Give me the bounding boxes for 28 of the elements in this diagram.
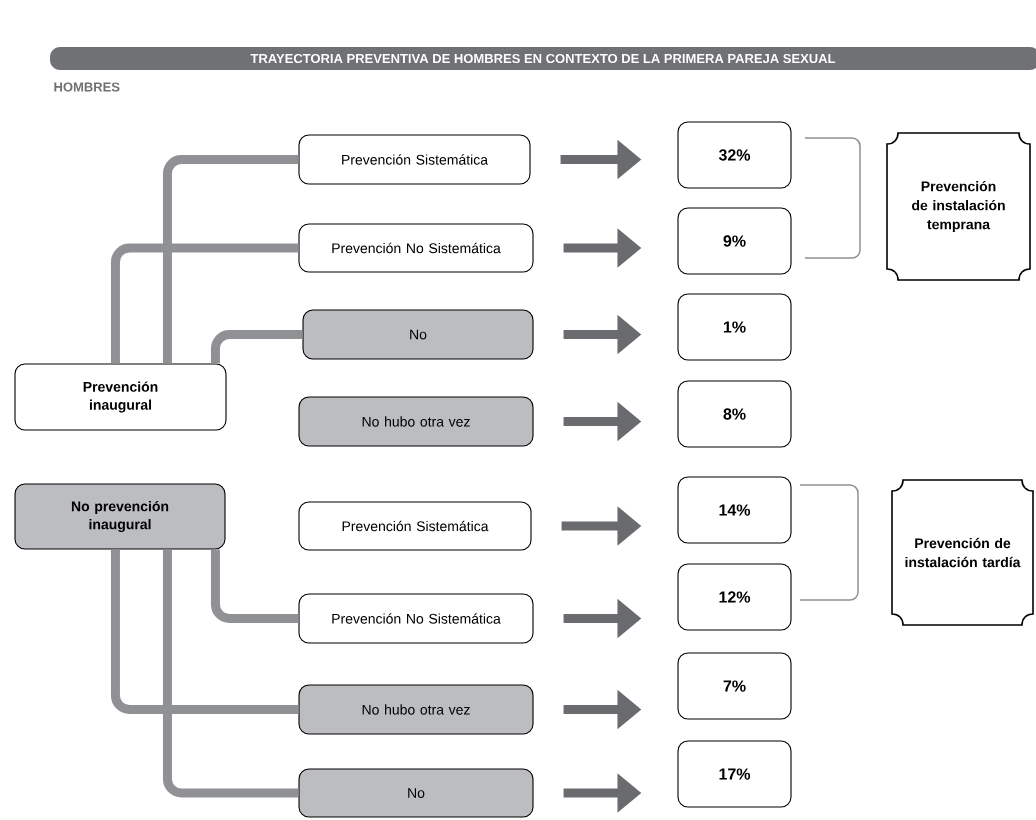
percent-box: 7% <box>677 652 792 720</box>
percent-box: 32% <box>677 121 792 189</box>
group-box: Prevención de instalación temprana <box>886 132 1031 281</box>
connector-line <box>110 549 299 714</box>
connector-line <box>162 549 299 798</box>
group-box: Prevención de instalación tardía <box>891 479 1034 626</box>
percent-box: 12% <box>677 563 792 631</box>
connector-line <box>162 155 299 364</box>
connector-line <box>210 330 303 364</box>
percent-box: 1% <box>677 293 792 361</box>
percent-box: 9% <box>677 207 792 275</box>
percent-box: 14% <box>677 476 792 544</box>
option-box: Prevención No Sistemática <box>298 223 534 273</box>
option-box: No <box>302 309 534 360</box>
section-label: HOMBRES <box>54 82 120 92</box>
start-box: No prevención inaugural <box>14 483 226 550</box>
option-box: Prevención No Sistemática <box>298 593 534 644</box>
title-band: TRAYECTORIA PREVENTIVA DE HOMBRES EN CONTEXTO DE LA PRIMERA PAREJA SEXUAL <box>50 47 1036 70</box>
option-box: No <box>298 768 534 818</box>
connector-line <box>110 243 299 364</box>
percent-box: 17% <box>677 740 792 808</box>
option-box: Prevención Sistemática <box>298 501 532 551</box>
option-box: Prevención Sistemática <box>298 134 531 185</box>
percent-box: 8% <box>677 380 792 448</box>
option-box: No hubo otra vez <box>298 396 534 447</box>
option-box: No hubo otra vez <box>298 684 534 735</box>
connector-line <box>210 549 299 623</box>
start-box: Prevención inaugural <box>14 363 227 431</box>
